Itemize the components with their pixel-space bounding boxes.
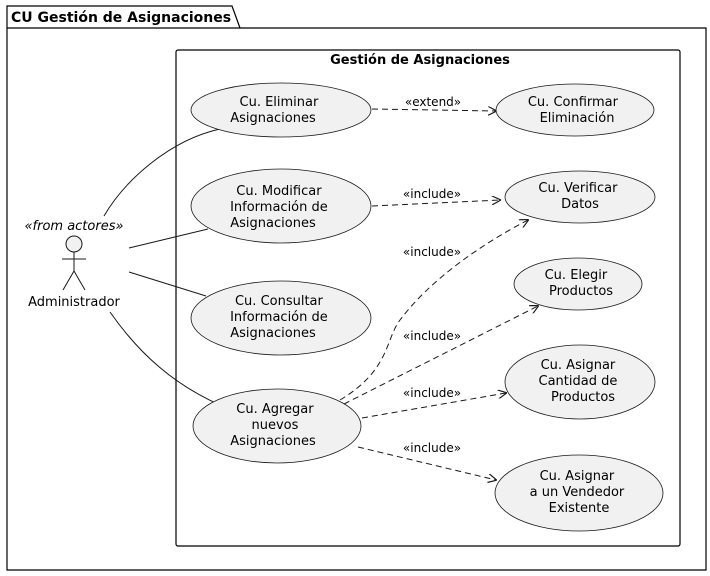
svg-text:Cu. Asignar Cantidad de: Cu. Asignar Cantidad de Productos: [539, 358, 622, 405]
use-case-eliminar-line-1: Cu. Eliminar: [240, 95, 319, 110]
actor-right-leg: [73, 270, 86, 291]
use-case-vendedor-line-3: Existente: [549, 501, 610, 516]
svg-text:Cu. Eliminar Asignacione: Cu. Eliminar Asignaciones: [230, 95, 322, 126]
use-case-eliminar-line-2: Asignaciones: [230, 111, 316, 126]
use-case-verificar-line-1: Cu. Verificar: [538, 181, 618, 196]
use-case-modificar-line-3: Asignaciones: [230, 216, 316, 231]
actor-head: [65, 235, 83, 253]
use-case-consultar-line-3: Asignaciones: [230, 326, 316, 341]
use-case-agregar[interactable]: Cu. Agregar nuevos Asignaciones: [192, 388, 362, 464]
svg-text:Cu. Consultar Informació: Cu. Consultar Información de Asignacione…: [230, 294, 332, 341]
association-consultar: [128, 271, 207, 297]
use-case-modificar-line-2: Información de: [230, 200, 328, 215]
include-label-verificar: «include»: [403, 245, 461, 259]
actor-name: Administrador: [28, 295, 120, 310]
use-case-confirmar-line-1: Cu. Confirmar: [528, 95, 619, 110]
use-case-cantidad-line-2: Cantidad de: [539, 374, 618, 389]
use-case-eliminar[interactable]: Cu. Eliminar Asignaciones: [190, 82, 372, 138]
actor-stereotype: «from actores»: [25, 219, 124, 234]
include-modificar-verificar: [371, 200, 500, 207]
svg-text:Cu. Agregar nuevos: Cu. Agregar nuevos Asignaciones: [230, 402, 317, 449]
use-case-vendedor-line-2: a un Vendedor: [530, 485, 625, 500]
use-case-modificar[interactable]: Cu. Modificar Información de Asignacione…: [190, 168, 372, 244]
actor-left-leg: [62, 270, 75, 291]
use-case-elegir[interactable]: Cu. Elegir Productos: [513, 257, 643, 311]
use-case-vendedor-line-1: Cu. Asignar: [540, 469, 615, 484]
extend-eliminar-confirmar: [371, 109, 496, 111]
svg-text:Cu. Modificar Informació: Cu. Modificar Información de Asignacione…: [230, 184, 332, 231]
svg-text:Cu. Confirmar Eliminació: Cu. Confirmar Eliminación: [528, 95, 622, 126]
svg-text:Cu. Elegir Productos: Cu. Elegir Productos: [545, 268, 614, 299]
use-case-consultar-line-2: Información de: [230, 310, 328, 325]
include-agregar-cantidad: [361, 393, 506, 419]
package-title: CU Gestión de Asignaciones: [11, 10, 231, 26]
actor-administrador[interactable]: «from actores» Administrador: [25, 219, 124, 310]
use-case-agregar-line-3: Asignaciones: [230, 434, 316, 449]
include-agregar-verificar: [339, 220, 528, 401]
svg-text:Cu. Asignar a un Vendedo: Cu. Asignar a un Vendedor Existente: [530, 469, 629, 516]
use-case-confirmar[interactable]: Cu. Confirmar Eliminación: [495, 83, 655, 137]
use-case-cantidad[interactable]: Cu. Asignar Cantidad de Productos: [504, 344, 656, 420]
svg-text:Cu. Verificar Datos: Cu. Verificar Datos: [538, 181, 621, 212]
use-case-cantidad-line-1: Cu. Asignar: [541, 358, 616, 373]
include-label-cantidad: «include»: [403, 386, 461, 400]
include-label-elegir: «include»: [403, 329, 461, 343]
association-agregar: [109, 311, 221, 406]
use-case-elegir-line-1: Cu. Elegir: [545, 268, 608, 283]
use-case-elegir-line-2: Productos: [549, 284, 613, 299]
include-label-vendedor: «include»: [403, 441, 461, 455]
include-agregar-vendedor: [357, 446, 496, 480]
use-case-modificar-line-1: Cu. Modificar: [236, 184, 322, 199]
use-case-agregar-line-2: nuevos: [251, 418, 298, 433]
use-case-consultar[interactable]: Cu. Consultar Información de Asignacione…: [190, 280, 372, 356]
extend-label: «extend»: [405, 95, 461, 109]
include-agregar-elegir: [343, 306, 538, 405]
association-modificar: [128, 228, 209, 249]
use-case-confirmar-line-2: Eliminación: [540, 111, 615, 126]
use-case-cantidad-line-3: Productos: [551, 390, 615, 405]
use-case-vendedor[interactable]: Cu. Asignar a un Vendedor Existente: [494, 454, 664, 532]
use-case-verificar-line-2: Datos: [561, 197, 599, 212]
include-label-modificar: «include»: [403, 187, 461, 201]
use-case-verificar[interactable]: Cu. Verificar Datos: [504, 170, 656, 224]
use-case-consultar-line-1: Cu. Consultar: [235, 294, 324, 309]
use-case-agregar-line-1: Cu. Agregar: [236, 402, 314, 417]
association-eliminar: [103, 128, 221, 217]
system-title: Gestión de Asignaciones: [330, 53, 510, 68]
